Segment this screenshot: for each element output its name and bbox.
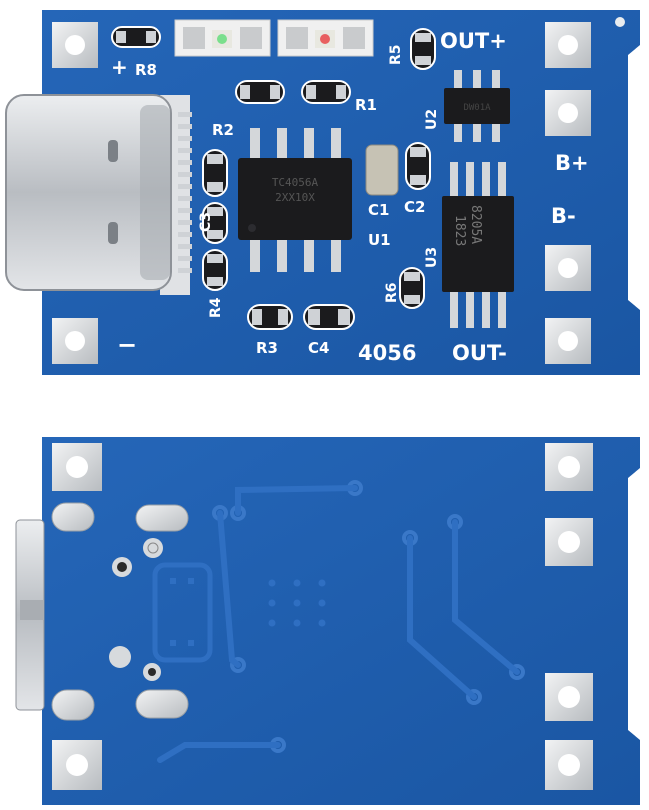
chip-u1-marking-line1: TC4056A [272, 176, 319, 189]
label-u2: U2 [424, 109, 440, 130]
label-part-number: 4056 [358, 341, 416, 365]
label-plus: + [111, 55, 128, 79]
chip-u2: DW01A [444, 70, 510, 142]
back-corner-pads [52, 443, 593, 790]
label-c1: C1 [368, 201, 389, 219]
silkscreen-labels: OUT+ OUT- B+ B- − + 4056 R8 R1 R2 R3 C4 … [111, 29, 589, 365]
chip-u3: 8205A 1823 [442, 162, 514, 328]
label-out-plus: OUT+ [440, 29, 507, 53]
thermal-via-grid [268, 579, 326, 627]
label-r2: R2 [212, 121, 234, 139]
back-board [15, 437, 640, 805]
label-b-minus: B- [551, 204, 576, 228]
label-c2: C2 [404, 198, 425, 216]
label-r1: R1 [355, 96, 377, 114]
label-c3: C3 [198, 212, 214, 232]
front-board: TC4056A 2XX10X DW01A 8205A 1823 [5, 10, 640, 375]
back-pad-dots [170, 578, 194, 646]
corner-pads [52, 17, 625, 364]
back-traces [157, 485, 520, 763]
chip-u2-marking: DW01A [463, 103, 491, 113]
leds [174, 19, 374, 57]
chip-u1-marking-line2: 2XX10X [275, 191, 315, 204]
label-minus: − [117, 331, 137, 359]
label-b-plus: B+ [555, 151, 589, 175]
usb-c-connector [5, 94, 192, 295]
label-r5: R5 [388, 44, 404, 65]
label-r8: R8 [135, 61, 157, 79]
capacitor-c1 [365, 144, 399, 196]
label-r4: R4 [208, 297, 224, 318]
label-r6: R6 [384, 282, 400, 303]
back-pad-outline [152, 562, 213, 663]
label-out-minus: OUT- [452, 341, 507, 365]
back-oval-pads [51, 502, 189, 721]
label-u3: U3 [424, 247, 440, 268]
label-c4: C4 [308, 339, 329, 357]
label-u1: U1 [368, 231, 391, 249]
chip-u3-marking-line1: 8205A [468, 205, 483, 244]
chip-u3-marking-line2: 1823 [452, 215, 467, 246]
smd-pads [116, 31, 431, 325]
chip-u1: TC4056A 2XX10X [238, 128, 352, 272]
label-r3: R3 [256, 339, 278, 357]
